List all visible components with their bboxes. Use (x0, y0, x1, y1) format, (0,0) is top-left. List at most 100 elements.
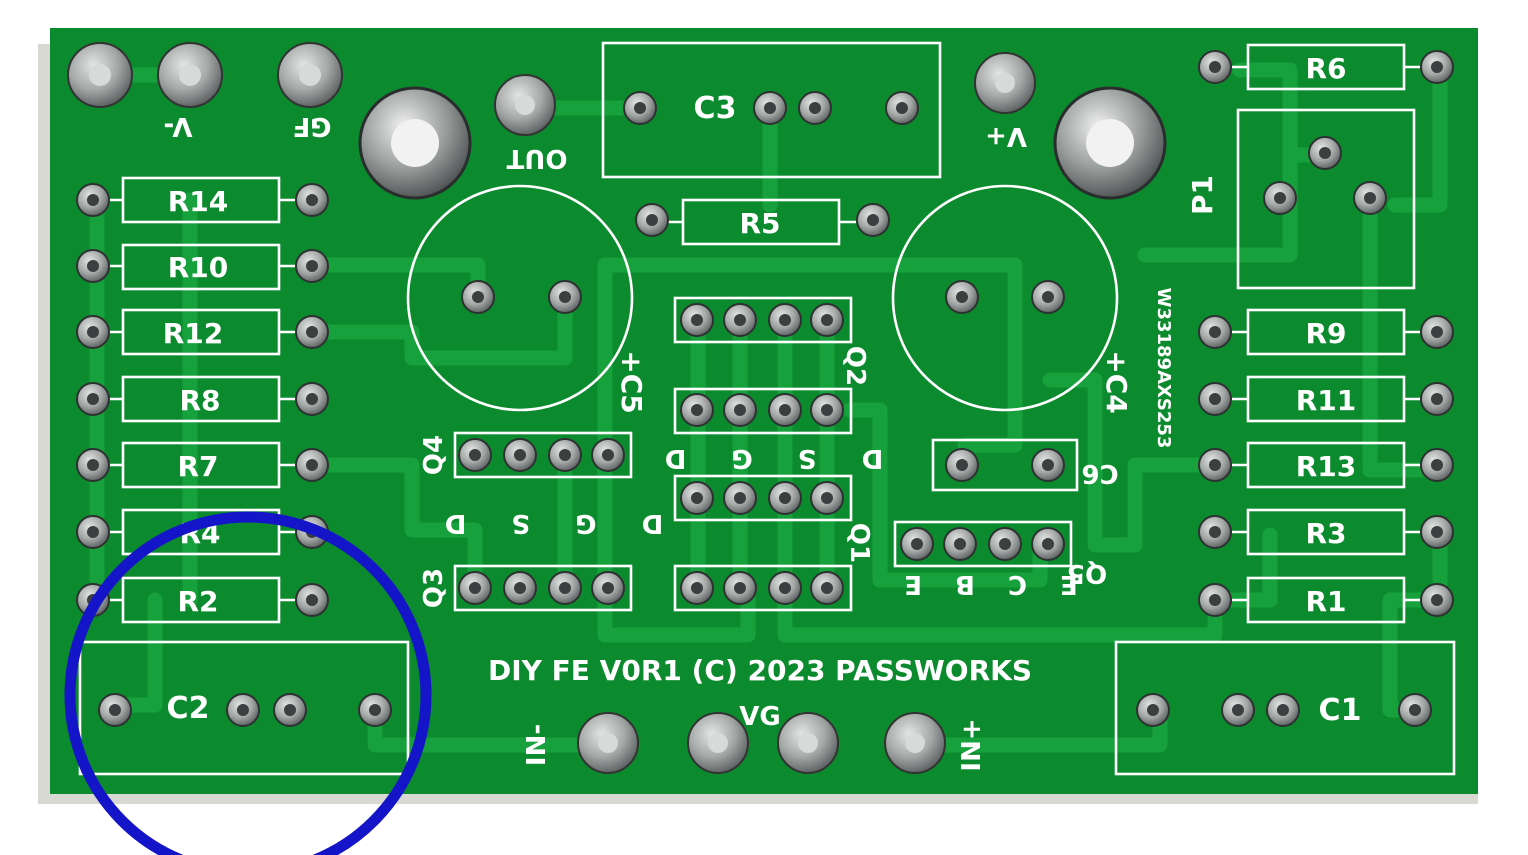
label-q1: Q1 (844, 523, 874, 563)
silkscreen-outlines (78, 41, 1456, 776)
label-p1: P1 (1186, 175, 1219, 215)
pad-hole (306, 594, 318, 606)
pad-hole (999, 538, 1011, 550)
pad-hole (87, 326, 99, 338)
pad-hole (369, 704, 381, 716)
mounting-holes (358, 86, 1167, 200)
pad-hole (469, 449, 481, 461)
pad-hole (867, 214, 879, 226)
label-out: OUT (506, 143, 567, 173)
label-c3: C3 (694, 91, 737, 126)
silkscreen-text: R14 R10 R12 R8 R7 R4 R2 R6 R9 R11 R13 R3… (163, 52, 1362, 772)
pad-hole (559, 449, 571, 461)
pad-hole (734, 404, 746, 416)
pad-hole (1209, 326, 1221, 338)
pad-hole (602, 582, 614, 594)
label-c2: C2 (167, 691, 210, 726)
credit-line: DIY FE V0R1 (C) 2023 PASSWORKS (488, 654, 1032, 687)
pad-hole (87, 459, 99, 471)
pad-hole (109, 704, 121, 716)
pad-hole (821, 404, 833, 416)
pad-hole (1042, 538, 1054, 550)
label-r11: R11 (1296, 384, 1357, 417)
pad-hole (87, 194, 99, 206)
pad-hole (821, 582, 833, 594)
pad-hole (306, 326, 318, 338)
io-pads (67, 42, 1036, 774)
label-r7: R7 (177, 450, 218, 483)
label-r6: R6 (1305, 52, 1346, 85)
label-vg: VG (739, 702, 780, 732)
pad-hole (469, 582, 481, 594)
pad-hole (1277, 704, 1289, 716)
pins-q4: D G S D (427, 508, 663, 538)
pad-hole (1209, 459, 1221, 471)
pad-hole (1431, 526, 1443, 538)
label-r12: R12 (163, 317, 224, 350)
annotation-circle (64, 511, 432, 855)
pad-hole (306, 194, 318, 206)
pad-hole (1431, 326, 1443, 338)
pad-hole (896, 102, 908, 114)
pad-hole (779, 314, 791, 326)
pad-hole (559, 582, 571, 594)
component-pads (76, 50, 1454, 727)
pad-hole (87, 260, 99, 272)
label-q5: Q5 (1067, 558, 1107, 588)
label-r1: R1 (1305, 585, 1346, 618)
pad-hole (602, 449, 614, 461)
label-v-plus: V+ (985, 121, 1027, 151)
pad-hole (691, 492, 703, 504)
label-r2: R2 (177, 585, 218, 618)
pad-hole (559, 291, 571, 303)
pad-hole (1431, 459, 1443, 471)
pad-hole (306, 260, 318, 272)
pad-hole (284, 704, 296, 716)
pad-hole (779, 492, 791, 504)
pad-hole (1409, 704, 1421, 716)
pad-hole (1232, 704, 1244, 716)
pad-hole (764, 102, 776, 114)
pad-hole (956, 291, 968, 303)
label-r3: R3 (1305, 517, 1346, 550)
pad-hole (779, 404, 791, 416)
pad-hole (237, 704, 249, 716)
label-q3: Q3 (419, 568, 449, 608)
pad-hole (691, 582, 703, 594)
pad-hole (1209, 526, 1221, 538)
pad-hole (306, 393, 318, 405)
label-r13: R13 (1296, 450, 1357, 483)
label-r5: R5 (739, 207, 780, 240)
label-v-minus: V- (163, 111, 192, 141)
pad-hole (779, 582, 791, 594)
pad-hole (1319, 147, 1331, 159)
label-r8: R8 (179, 384, 220, 417)
pad-hole (821, 314, 833, 326)
label-q4: Q4 (419, 435, 449, 475)
pad-hole (734, 314, 746, 326)
pad-hole (87, 526, 99, 538)
pad-hole (1209, 61, 1221, 73)
label-in-minus: IN- (522, 724, 552, 766)
pad-hole (734, 582, 746, 594)
pad-hole (1147, 704, 1159, 716)
pad-hole (87, 393, 99, 405)
pad-hole (1431, 61, 1443, 73)
pad-hole (1431, 393, 1443, 405)
pins-q2: D S G D (647, 443, 883, 473)
label-c5: +C5 (615, 350, 648, 414)
label-c4: +C4 (1100, 350, 1133, 414)
pad-hole (634, 102, 646, 114)
pad-hole (911, 538, 923, 550)
label-r14: R14 (168, 185, 229, 218)
label-r10: R10 (168, 251, 229, 284)
label-q2: Q2 (840, 346, 870, 386)
pad-hole (956, 459, 968, 471)
label-c1: C1 (1319, 693, 1362, 728)
pad-hole (809, 102, 821, 114)
pad-hole (1209, 594, 1221, 606)
label-in-plus: IN+ (957, 718, 987, 771)
pad-hole (646, 214, 658, 226)
pad-hole (1209, 393, 1221, 405)
